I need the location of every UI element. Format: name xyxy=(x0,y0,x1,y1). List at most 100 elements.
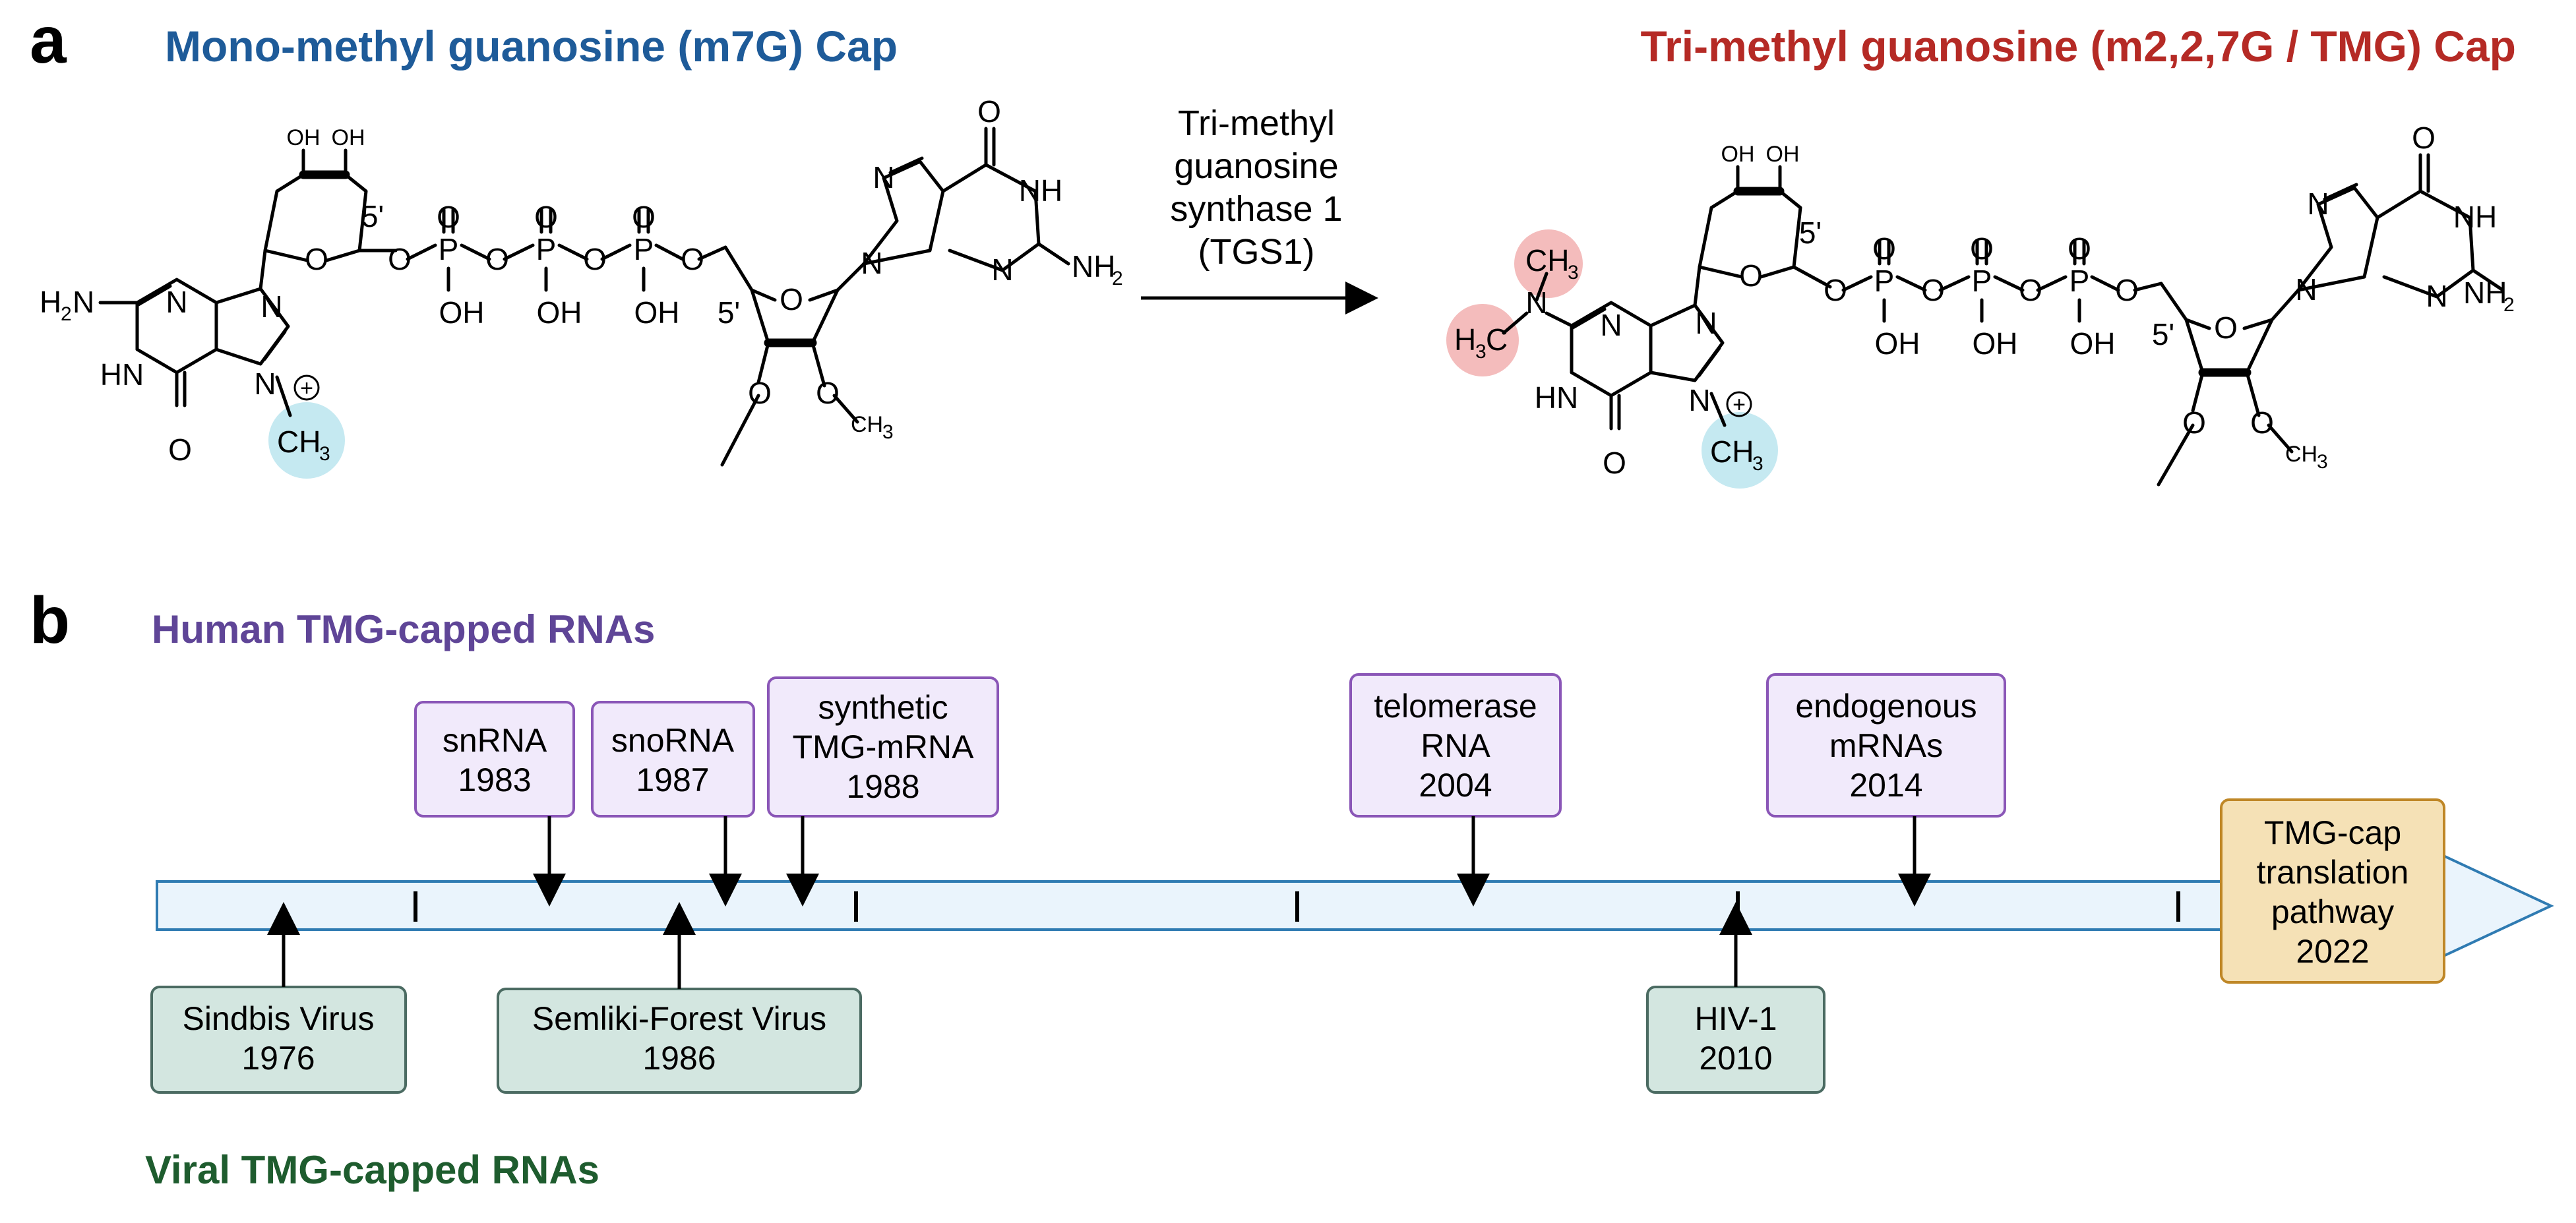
sub-2: 2 xyxy=(1112,268,1123,289)
tmg-o3-link: O xyxy=(2182,405,2206,440)
event-box xyxy=(591,701,755,818)
methoxy-label-left: CH 3 xyxy=(851,412,894,443)
tmg-base2-o6: O xyxy=(2412,121,2436,155)
event-label-1: endogenous xyxy=(1795,688,1977,725)
atom-n1h: HN xyxy=(100,357,144,392)
tmg-bridge-o-4: O xyxy=(2115,273,2139,307)
human-event-snorna: snoRNA 1987 xyxy=(591,701,755,907)
base2-n7: N xyxy=(873,160,894,194)
tmg-ribose-1-bonds xyxy=(1698,165,1832,289)
event-label-2: RNA xyxy=(1421,727,1490,764)
event-box xyxy=(414,701,575,818)
tmg-p3-oh: OH xyxy=(2070,326,2116,361)
tmg-bridge-o-2: O xyxy=(1921,273,1945,307)
m7g-cap-title: Mono-methyl guanosine (m7G) Cap xyxy=(165,22,898,71)
c-text: C xyxy=(1486,322,1508,357)
atom-n9: N xyxy=(261,289,282,324)
viral-event-sindbis: Sindbis Virus 1976 xyxy=(150,902,407,1094)
event-year: 2004 xyxy=(1419,767,1492,804)
human-event-snrna: snRNA 1983 xyxy=(414,701,575,907)
sub-2: 2 xyxy=(2503,294,2515,316)
ch-text: CH xyxy=(2285,442,2317,467)
event-label: snRNA xyxy=(443,722,547,759)
base2-n1h: NH xyxy=(1019,173,1062,208)
event-year: 2014 xyxy=(1849,767,1922,804)
prime-5-label-2: 5' xyxy=(718,295,740,330)
sub-3: 3 xyxy=(1568,262,1579,283)
tmg-n2-methyl-label-1: CH 3 xyxy=(1525,243,1579,283)
guanine-2-bonds xyxy=(862,127,1070,272)
event-label: HIV-1 xyxy=(1694,1000,1777,1037)
ring-o-1: O xyxy=(305,242,328,276)
p2-double-o: O xyxy=(534,200,558,234)
pathway-event-2022: TMG-cap translation pathway 2022 xyxy=(2220,798,2445,984)
phosphorus-2: P xyxy=(536,232,557,266)
enzyme-line-4: (TGS1) xyxy=(1198,232,1314,272)
tmg-atom-o6: O xyxy=(1603,446,1626,480)
ch-text: CH xyxy=(1525,243,1569,278)
ch-text: CH xyxy=(851,412,883,437)
event-label: snoRNA xyxy=(611,722,735,759)
event-year: 1988 xyxy=(846,768,919,805)
nh-text: NH xyxy=(2463,276,2507,310)
tmg-atom-n2: N xyxy=(1525,285,1547,320)
n7-methyl-label: CH 3 xyxy=(277,425,330,465)
ring-o-2: O xyxy=(780,282,803,316)
n2-methyl-highlight-2 xyxy=(1446,304,1519,376)
sub-3: 3 xyxy=(2317,451,2328,473)
n2-methyl-highlight-1 xyxy=(1514,229,1583,298)
event-label-1: synthetic xyxy=(818,689,948,726)
tmg-charge-plus: + xyxy=(1733,392,1746,417)
tmg-base2-n7: N xyxy=(2307,187,2329,221)
p3-double-o: O xyxy=(632,200,656,234)
panel-b-letter: b xyxy=(30,583,70,657)
base2-n9: N xyxy=(861,246,882,280)
bridge-o-1: O xyxy=(388,242,412,276)
event-year: 2022 xyxy=(2296,933,2369,970)
tmg-oh-2: OH xyxy=(1721,142,1755,167)
sub-2: 2 xyxy=(61,303,72,325)
o3-link: O xyxy=(748,376,772,410)
tmg-prime-5-label-2: 5' xyxy=(2152,317,2174,351)
event-year: 1987 xyxy=(636,761,709,798)
tmg-n7-methyl-label: CH 3 xyxy=(1710,434,1763,475)
enzyme-line-3: synthase 1 xyxy=(1170,189,1342,229)
oh-2: OH xyxy=(287,125,321,150)
enzyme-label: Tri-methyl guanosine synthase 1 (TGS1) xyxy=(1170,104,1342,272)
event-year: 1976 xyxy=(241,1040,315,1077)
event-year: 1983 xyxy=(458,761,531,798)
sub-3: 3 xyxy=(1752,453,1763,475)
nh2-label-left: H 2 N xyxy=(40,285,94,325)
base2-o6: O xyxy=(977,94,1001,129)
event-label-2: TMG-mRNA xyxy=(793,729,975,765)
tmg-bridge-o-1: O xyxy=(1824,273,1847,307)
h-text: H xyxy=(40,285,61,319)
tmg-base2-n1h: NH xyxy=(2453,200,2497,234)
viral-rnas-title: Viral TMG-capped RNAs xyxy=(145,1148,599,1192)
sub-3: 3 xyxy=(319,443,330,465)
ch-text: CH xyxy=(277,425,321,459)
ch-text: CH xyxy=(1710,434,1754,469)
event-box xyxy=(150,986,407,1094)
tmg-phosphorus-2: P xyxy=(1972,264,1992,298)
event-label-2: mRNAs xyxy=(1829,727,1943,764)
tmg-oh-3: OH xyxy=(1766,142,1800,167)
p2-oh: OH xyxy=(537,295,582,330)
tmg-atom-n7: N xyxy=(1688,383,1710,417)
viral-event-semliki-forest: Semliki-Forest Virus 1986 xyxy=(497,902,862,1094)
charge-plus: + xyxy=(300,376,313,401)
tmg-cap-title: Tri-methyl guanosine (m2,2,7G / TMG) Cap xyxy=(1640,22,2516,71)
tmg-cap-structure: N N HN O N N + CH 3 CH 3 H 3 C O OH xyxy=(1446,121,2515,489)
tmg-p2-double-o: O xyxy=(1970,231,1994,266)
p1-oh: OH xyxy=(439,295,485,330)
event-label-1: TMG-cap xyxy=(2264,814,2401,851)
timeline-arrow xyxy=(156,852,2554,959)
n7-methyl-highlight xyxy=(268,402,345,479)
event-year: 1986 xyxy=(642,1040,716,1077)
tmg-bridge-o-3: O xyxy=(2019,273,2042,307)
o2-methoxy: O xyxy=(816,376,840,410)
phosphorus-3: P xyxy=(634,232,654,266)
event-box xyxy=(1766,673,2006,818)
bridge-o-2: O xyxy=(485,242,509,276)
